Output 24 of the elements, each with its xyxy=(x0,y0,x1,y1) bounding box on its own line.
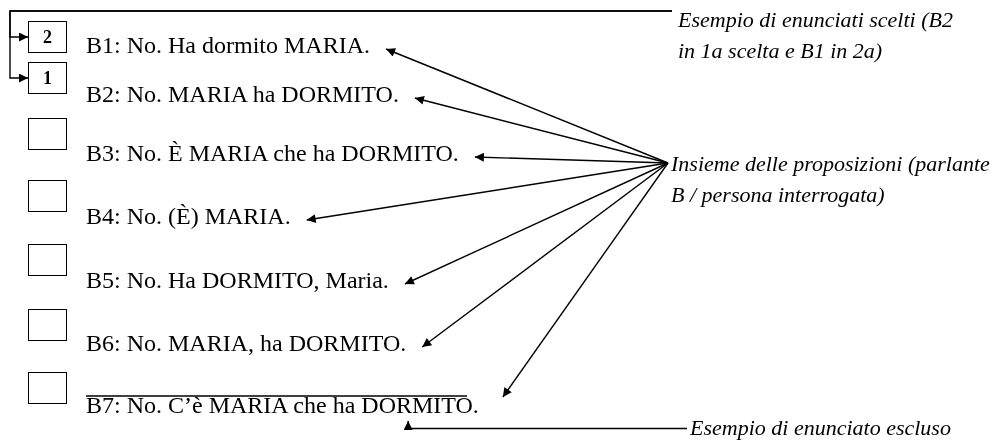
checkbox-square xyxy=(28,309,67,341)
annotation-text: Esempio di enunciati scelti (B2 in 1a scelta e B1 in 2a) xyxy=(678,4,968,66)
arrow xyxy=(421,162,669,348)
sentence-text: B7: No. C’è MARIA che ha DORMITO. xyxy=(86,391,479,419)
arrow xyxy=(404,162,669,285)
sentence-text: B4: No. (È) MARIA. xyxy=(86,202,291,230)
checkbox-square xyxy=(28,372,67,404)
sentence-text: B2: No. MARIA ha DORMITO. xyxy=(86,80,399,108)
arrow xyxy=(502,162,669,398)
sentence-text: B3: No. È MARIA che ha DORMITO. xyxy=(86,139,459,167)
arrow xyxy=(385,48,669,164)
annotation-text: Esempio di enunciato escluso xyxy=(690,412,1000,443)
sentence-text: B1: No. Ha dormito MARIA. xyxy=(86,31,370,59)
rank-box: 1 xyxy=(28,62,67,94)
arrow xyxy=(9,10,673,83)
rank-box: 2 xyxy=(28,21,67,53)
checkbox-square xyxy=(28,118,67,150)
annotation-text: Insieme delle proposizioni (parlante B / persona interrogata) xyxy=(671,148,1002,210)
checkbox-square xyxy=(28,180,67,212)
arrow xyxy=(474,152,669,164)
sentence-text: B6: No. MARIA, ha DORMITO. xyxy=(86,329,407,357)
arrow xyxy=(403,420,688,430)
sentence-text: B5: No. Ha DORMITO, Maria. xyxy=(86,266,389,294)
checkbox-square xyxy=(28,244,67,276)
